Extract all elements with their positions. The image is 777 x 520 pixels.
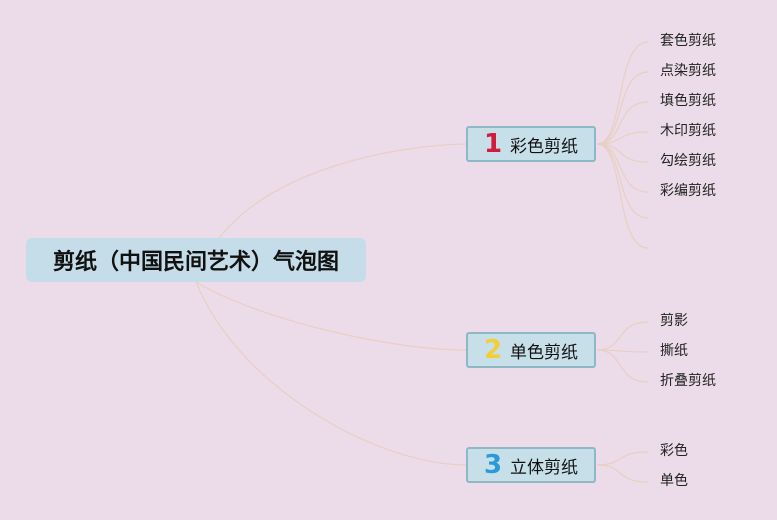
leaf-topic[interactable]: 单色 [660,473,688,489]
connector-root-branch-2 [195,281,467,351]
connector-branch-1-leaf [596,143,649,163]
leaf-topic[interactable]: 木印剪纸 [660,123,716,139]
leaf-topic[interactable]: 撕纸 [660,343,688,359]
connector-branch-1-leaf [596,131,649,145]
connector-branch-1-leaf [596,143,649,249]
branch-number-3: 3 [483,450,503,480]
connector-branch-1-leaf [596,143,649,193]
branch-label-3: 立体剪纸 [510,457,579,478]
leaf-topic[interactable]: 彩色 [660,443,688,459]
connector-branch-2-leaf [596,349,649,383]
branch-number-2: 2 [483,335,503,365]
leaf-topic[interactable]: 填色剪纸 [660,93,716,109]
connector-branch-2-leaf [596,321,649,351]
branch-node-3[interactable]: 3 立体剪纸 [466,447,596,483]
branch-node-2[interactable]: 2 单色剪纸 [466,332,596,368]
connector-branch-2-leaf [596,349,649,353]
leaf-topic[interactable]: 剪影 [660,313,688,329]
leaf-topic[interactable]: 点染剪纸 [660,63,716,79]
connector-branch-3-leaf [596,451,649,466]
branch-number-1: 1 [483,129,503,159]
branch-node-1[interactable]: 1 彩色剪纸 [466,126,596,162]
leaf-topic[interactable]: 彩编剪纸 [660,183,716,199]
leaf-topic[interactable]: 折叠剪纸 [660,373,716,389]
connector-branch-1-leaf [596,71,649,145]
root-topic-label: 剪纸（中国民间艺术）气泡图 [52,250,339,275]
connector-branch-1-leaf [596,41,649,145]
leaf-topic[interactable]: 套色剪纸 [660,33,716,49]
connector-branch-1-leaf [596,101,649,145]
branch-label-1: 彩色剪纸 [510,136,579,157]
root-topic[interactable]: 剪纸（中国民间艺术）气泡图 [26,238,366,282]
connector-root-branch-3 [195,281,467,466]
leaf-topic[interactable]: 勾绘剪纸 [660,153,716,169]
branch-label-2: 单色剪纸 [510,342,579,363]
connector-branch-3-leaf [596,464,649,483]
